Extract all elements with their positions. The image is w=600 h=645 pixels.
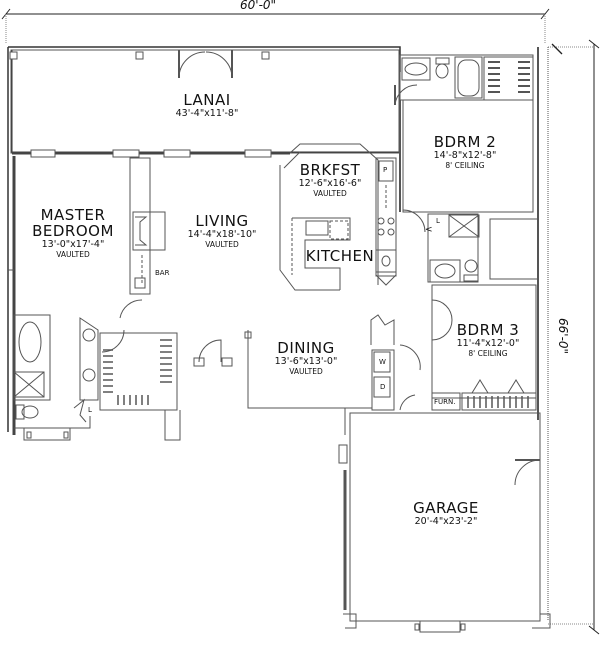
linen-label-master: L [88, 406, 92, 414]
pantry-label: P [383, 166, 388, 174]
svg-text:<: < [425, 225, 433, 235]
washer-label: W [379, 358, 386, 366]
room-name: BDRM 3 [456, 321, 520, 339]
dryer-label: D [380, 383, 386, 391]
room-dims: 20'-4"x23'-2" [414, 516, 478, 527]
room-living: LIVING 14'-4"x18'-10" VAULTED [188, 213, 257, 249]
room-dining: DINING 13'-6"x13'-0" VAULTED [275, 340, 338, 376]
room-name: BDRM 2 [433, 133, 497, 151]
room-name-line1: MASTER [40, 206, 106, 224]
room-note: VAULTED [313, 189, 347, 198]
room-name: GARAGE [413, 499, 479, 517]
room-note: VAULTED [205, 240, 239, 249]
room-name: LIVING [195, 212, 249, 230]
room-lanai: LANAI 43'-4"x11'-8" [176, 92, 239, 119]
room-brkfst: BRKFST 12'-6"x16'-6" VAULTED [299, 162, 362, 198]
room-dims: 14'-4"x18'-10" [187, 229, 257, 240]
room-garage: GARAGE 20'-4"x23'-2" [413, 500, 479, 527]
bar-label: BAR [155, 269, 170, 277]
room-note: VAULTED [56, 250, 90, 259]
overall-depth-label: 66'-0" [556, 318, 570, 355]
room-name: KITCHEN [305, 247, 375, 265]
room-name-line2: BEDROOM [32, 222, 114, 240]
linen-label-hall: L [436, 217, 440, 225]
room-name: DINING [277, 339, 335, 357]
room-kitchen: KITCHEN [306, 248, 375, 264]
furnace-label: FURN. [434, 398, 456, 406]
room-dims: 14'-8"x12'-8" [433, 150, 497, 161]
width-dimension-line [1, 8, 550, 44]
room-dims: 11'-4"x12'-0" [456, 338, 520, 349]
room-note: 8' CEILING [445, 161, 485, 170]
room-note: 8' CEILING [468, 349, 508, 358]
room-name: BRKFST [299, 161, 361, 179]
room-dims: 13'-6"x13'-0" [274, 356, 338, 367]
room-master-bedroom: MASTER BEDROOM 13'-0"x17'-4" VAULTED [32, 207, 114, 259]
room-dims: 13'-0"x17'-4" [41, 239, 105, 250]
room-note: VAULTED [289, 367, 323, 376]
room-name: LANAI [183, 91, 231, 109]
depth-dimension-line [548, 39, 600, 635]
overall-width-label: 60'-0" [240, 0, 277, 12]
room-bdrm2: BDRM 2 14'-8"x12'-8" 8' CEILING [434, 134, 497, 170]
room-bdrm3: BDRM 3 11'-4"x12'-0" 8' CEILING [457, 322, 520, 358]
room-dims: 43'-4"x11'-8" [175, 108, 239, 119]
room-dims: 12'-6"x16'-6" [298, 178, 362, 189]
